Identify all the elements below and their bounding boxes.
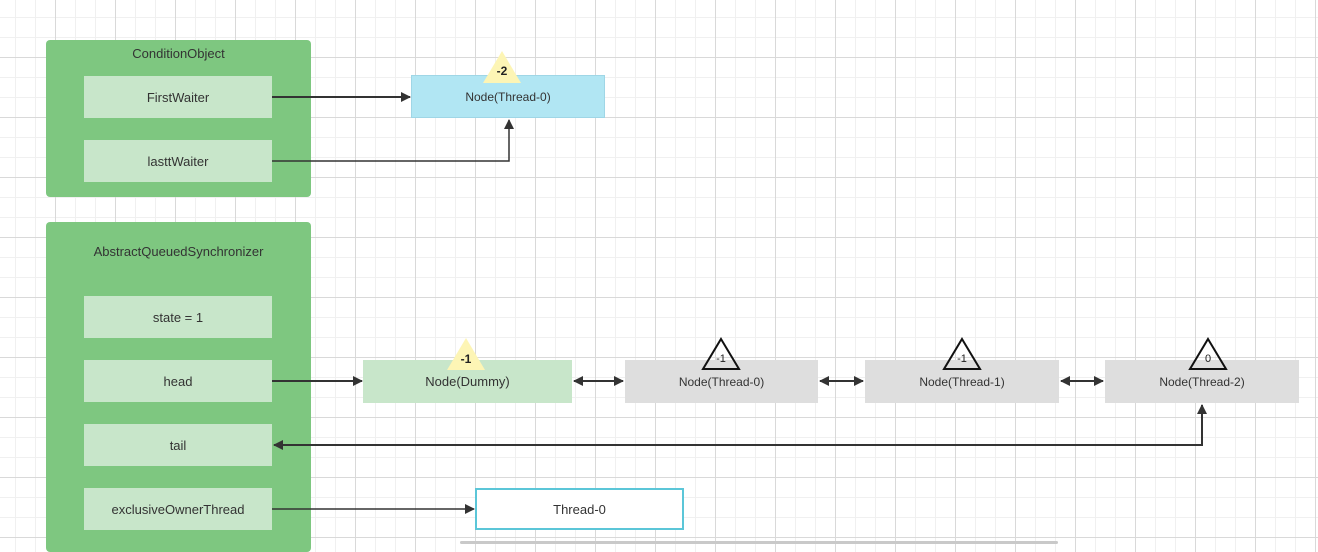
arrow-last-waiter: [272, 119, 514, 162]
wait-status-triangle-thread-1: [942, 337, 982, 370]
wait-status-condition: -2: [496, 64, 508, 78]
arrow-tail: [273, 404, 1207, 450]
queue-node-thread-0[interactable]: Node(Thread-0): [625, 360, 818, 403]
wait-status-thread-2: 0: [1204, 353, 1212, 365]
aqs-group: AbstractQueuedSynchronizer state = 1 hea…: [46, 222, 311, 552]
wait-status-thread-1: -1: [957, 353, 967, 365]
wait-status-triangle-condition: [483, 51, 521, 83]
queue-node-thread-2[interactable]: Node(Thread-2): [1105, 360, 1299, 403]
wait-status-triangle-dummy: [447, 338, 485, 370]
wait-status-thread-0: -1: [716, 353, 726, 365]
owner-thread-box[interactable]: Thread-0: [475, 488, 684, 530]
condition-object-group: ConditionObject FirstWaiter lasttWaiter: [46, 40, 311, 197]
exclusive-owner-thread-field[interactable]: exclusiveOwnerThread: [84, 488, 272, 530]
head-field[interactable]: head: [84, 360, 272, 402]
wait-status-triangle-thread-0: [701, 337, 741, 370]
state-field[interactable]: state = 1: [84, 296, 272, 338]
last-waiter-field[interactable]: lasttWaiter: [84, 140, 272, 182]
tail-field[interactable]: tail: [84, 424, 272, 466]
condition-object-title: ConditionObject: [132, 46, 225, 61]
first-waiter-field[interactable]: FirstWaiter: [84, 76, 272, 118]
wait-status-dummy: -1: [460, 352, 472, 366]
queue-node-thread-1[interactable]: Node(Thread-1): [865, 360, 1059, 403]
aqs-title: AbstractQueuedSynchronizer: [93, 244, 264, 259]
condition-node[interactable]: Node(Thread-0): [411, 75, 605, 118]
wait-status-triangle-thread-2: [1188, 337, 1228, 370]
horizontal-scrollbar[interactable]: [460, 541, 1058, 544]
